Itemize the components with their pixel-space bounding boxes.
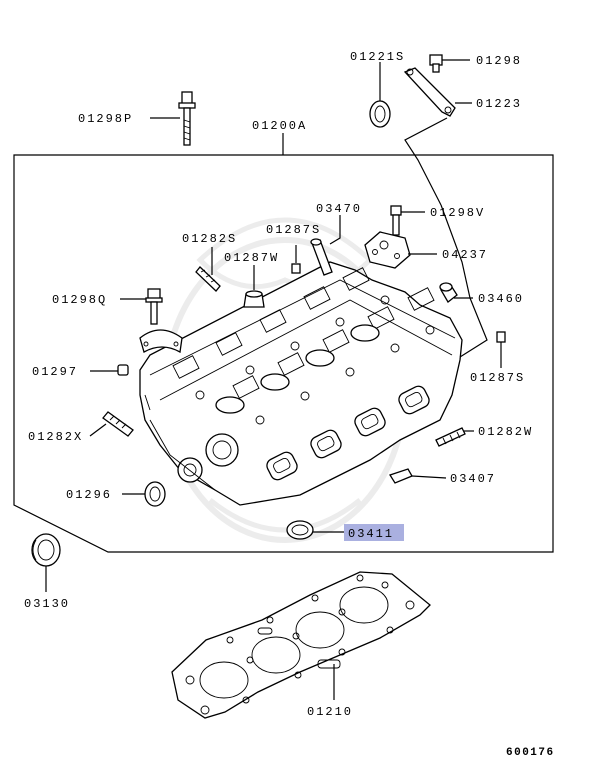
oring-03411[interactable] [286,520,314,540]
highlight-03411 [344,524,404,541]
pin-01287S-right[interactable] [496,331,506,343]
label-01296: 01296 [66,488,112,502]
seal-03407[interactable] [389,468,413,484]
hanger-01223[interactable] [403,67,456,117]
bolt-01298P[interactable] [178,91,196,146]
label-03130: 03130 [24,597,70,611]
bolt-01298[interactable] [429,54,443,73]
cam-cap[interactable] [139,329,183,354]
figure-id: 600176 [506,747,555,759]
label-01298: 01298 [476,54,522,68]
cap-01287W[interactable] [243,290,265,308]
label-01298Q: 01298Q [52,293,107,307]
label-01282X: 01282X [28,430,83,444]
label-01287S-top: 01287S [266,223,321,237]
cover-04237[interactable] [364,231,411,269]
assembly-frame [13,154,554,553]
label-01210: 01210 [307,705,353,719]
pin-01287S-top[interactable] [291,263,301,274]
pin-03460[interactable] [439,282,458,303]
stud-01282S[interactable] [195,266,221,292]
label-03470: 03470 [316,202,362,216]
seal-03130[interactable] [31,533,61,567]
label-01298P: 01298P [78,112,133,126]
dowel-01297[interactable] [117,364,129,376]
label-01297: 01297 [32,365,78,379]
seal-01221S[interactable] [369,100,391,128]
bolt-01298Q[interactable] [145,288,163,325]
label-01298V: 01298V [430,206,485,220]
label-01282S: 01282S [182,232,237,246]
label-01282W: 01282W [478,425,533,439]
label-04237: 04237 [442,248,488,262]
stud-01282W[interactable] [435,427,466,447]
tube-03470[interactable] [310,238,333,276]
label-01287W: 01287W [224,251,279,265]
label-03411: 03411 [348,527,394,541]
seal-01296[interactable] [144,481,166,507]
label-01223: 01223 [476,97,522,111]
cylinder-head[interactable] [139,261,463,506]
label-03407: 03407 [450,472,496,486]
label-03460: 03460 [478,292,524,306]
stud-01282X[interactable] [102,411,134,437]
label-01287S-right: 01287S [470,371,525,385]
head-gasket-01210[interactable] [171,571,431,719]
bolt-01298V[interactable] [390,205,402,236]
label-01221S: 01221S [350,50,405,64]
label-01200A: 01200A [252,119,307,133]
